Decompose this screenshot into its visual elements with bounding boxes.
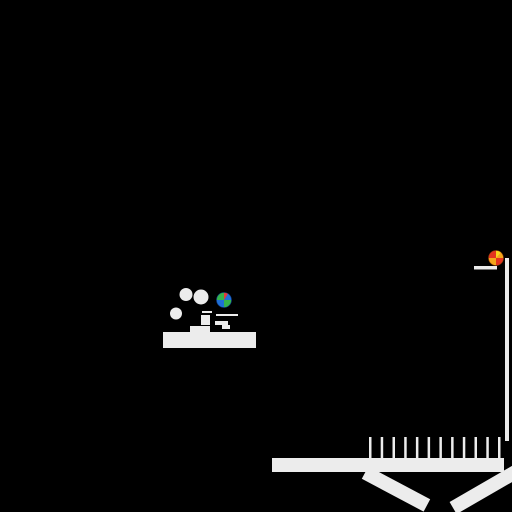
comb-tooth: [462, 437, 466, 458]
right-ramp: [449, 463, 512, 512]
orange-ball-icon[interactable]: [488, 250, 504, 266]
comb-tooth: [404, 437, 407, 458]
comb-tooth: [439, 437, 442, 458]
left-platform: [163, 332, 256, 348]
small-ledge-bar: [216, 314, 238, 316]
comb-tooth: [392, 437, 395, 458]
comb-tooth: [498, 437, 501, 458]
blue-ball-icon[interactable]: [216, 292, 232, 308]
comb-tooth: [415, 437, 419, 458]
vertical-pole: [505, 258, 509, 441]
comb-tooth: [369, 437, 372, 458]
comb-tooth: [474, 437, 477, 458]
small-tray-lower: [222, 325, 230, 329]
small-block-base: [190, 326, 210, 332]
small-block-top: [202, 311, 212, 313]
small-block-stack: [201, 315, 210, 325]
ramps-group: [361, 463, 512, 512]
comb-tooth: [380, 437, 384, 458]
white-sphere[interactable]: [170, 307, 182, 320]
comb-tooth: [451, 437, 454, 458]
pole-ledge: [474, 266, 497, 270]
small-tray: [215, 321, 228, 325]
floor-group: [272, 437, 504, 472]
white-sphere[interactable]: [193, 289, 209, 305]
comb-teeth: [369, 437, 501, 458]
left-platform-group: [163, 288, 256, 348]
comb-tooth: [486, 437, 489, 458]
comb-tooth: [427, 437, 431, 458]
left-ramp: [361, 466, 431, 512]
floor-platform: [272, 458, 504, 472]
right-pole-group: [474, 250, 509, 441]
white-sphere[interactable]: [179, 288, 193, 301]
